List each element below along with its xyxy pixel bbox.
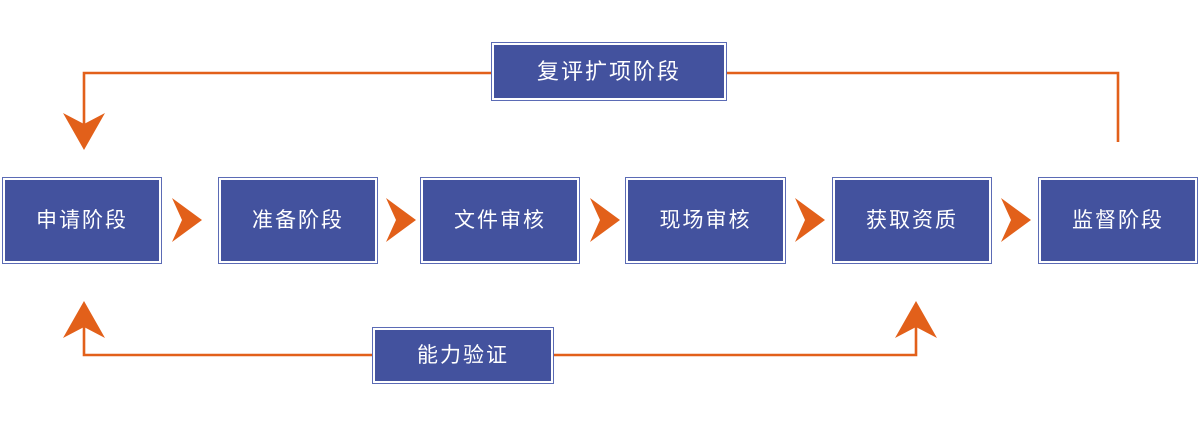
chevron-right-icon-2: [384, 196, 418, 244]
process-step-label: 申请阶段: [36, 209, 128, 232]
chevron-right-icon-5: [999, 196, 1033, 244]
process-step-4[interactable]: 现场审核: [625, 177, 786, 264]
chevron-right-icon-4: [793, 196, 827, 244]
process-step-5[interactable]: 获取资质: [832, 177, 992, 264]
chevron-right-icon-1: [170, 196, 204, 244]
reassessment-stage-box[interactable]: 复评扩项阶段: [491, 42, 727, 101]
process-step-label: 准备阶段: [252, 209, 344, 232]
arrowhead-down-icon: [63, 113, 105, 150]
process-step-label: 监督阶段: [1072, 209, 1164, 232]
reassessment-stage-label: 复评扩项阶段: [536, 58, 681, 84]
capability-verification-label: 能力验证: [417, 344, 509, 367]
chevron-right-icon-3: [588, 196, 622, 244]
process-step-label: 获取资质: [866, 209, 958, 232]
arrowhead-up-left-icon: [63, 301, 105, 338]
process-step-6[interactable]: 监督阶段: [1038, 177, 1198, 264]
capability-verification-box[interactable]: 能力验证: [372, 327, 554, 384]
process-step-label: 文件审核: [454, 209, 546, 232]
process-step-3[interactable]: 文件审核: [420, 177, 580, 264]
process-step-2[interactable]: 准备阶段: [218, 177, 378, 264]
process-step-1[interactable]: 申请阶段: [2, 177, 162, 264]
process-step-label: 现场审核: [659, 209, 752, 232]
arrowhead-up-right-icon: [895, 301, 937, 338]
